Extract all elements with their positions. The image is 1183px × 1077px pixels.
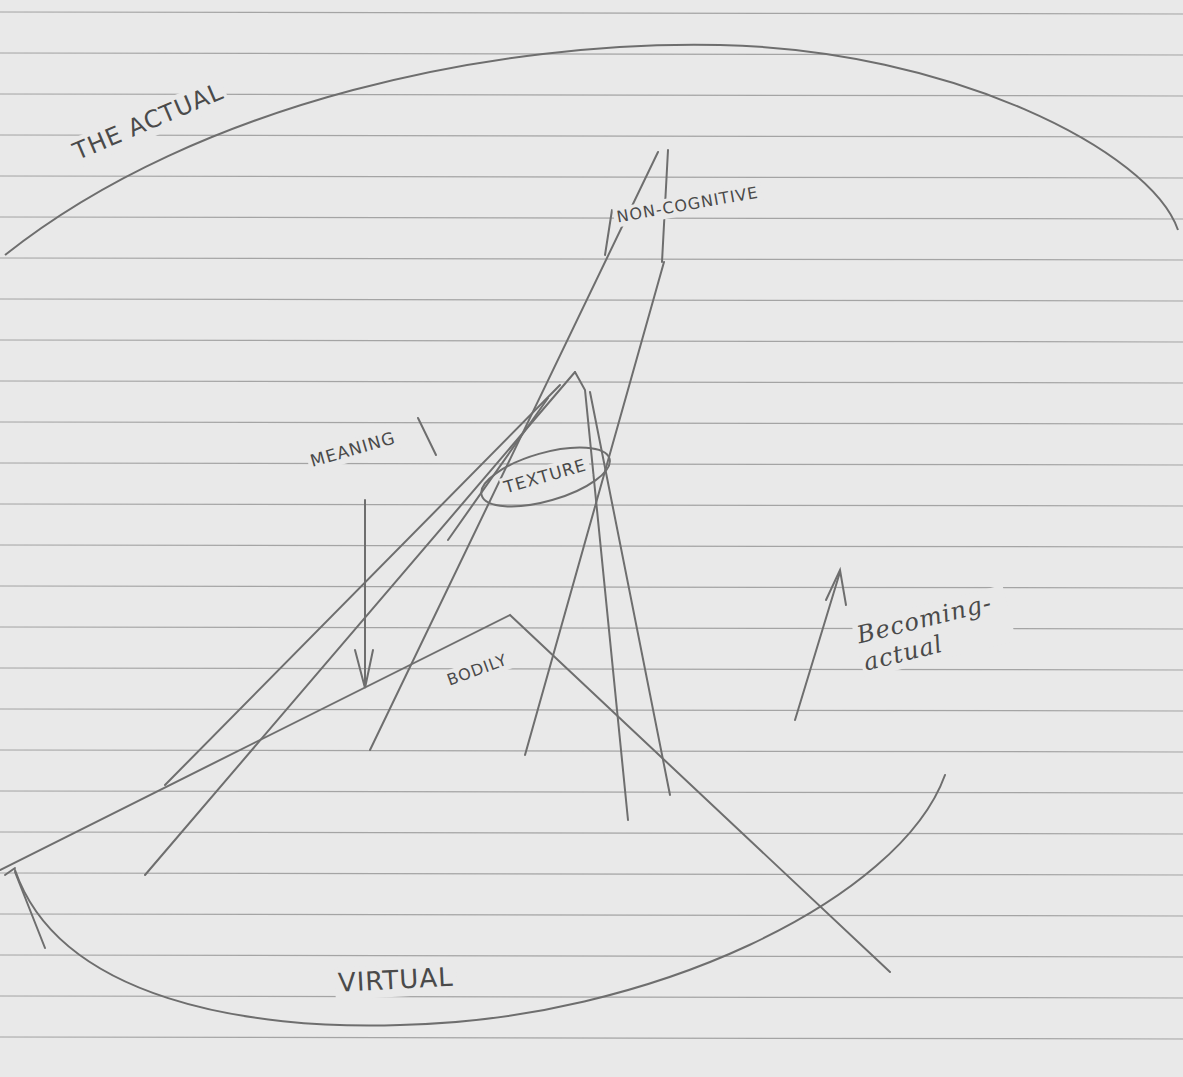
ruled-line — [0, 955, 1183, 957]
ruled-line — [0, 914, 1183, 916]
pencil-strokes — [0, 150, 945, 1026]
ruled-line — [0, 299, 1183, 301]
ruled-line — [0, 12, 1183, 14]
process-note: Becoming- actual — [851, 585, 1016, 678]
node-label: TEXTURE — [499, 454, 592, 500]
ruled-line — [0, 873, 1183, 875]
ruled-line — [0, 832, 1183, 834]
ruled-line — [0, 709, 1183, 711]
ruled-line — [0, 217, 1183, 219]
ruled-line — [0, 53, 1183, 55]
ruled-line — [0, 176, 1183, 178]
ruled-line — [0, 668, 1183, 670]
arrow-head — [826, 570, 846, 605]
ruled-line — [0, 135, 1183, 137]
ruled-line — [0, 258, 1183, 260]
region-label: VIRTUAL — [334, 962, 457, 1000]
ruled-line — [0, 340, 1183, 342]
virtual-bowl — [15, 775, 945, 1026]
pencil-line — [165, 385, 560, 785]
ruled-line — [0, 1037, 1183, 1039]
pencil-line — [0, 615, 890, 972]
actual-ellipse — [5, 45, 1178, 255]
ruled-line — [0, 504, 1183, 506]
arrow-shaft — [795, 572, 840, 720]
texture-ellipse — [475, 436, 616, 519]
node-label: THE ACTUAL — [66, 76, 231, 168]
pencil-line — [418, 418, 436, 455]
pencil-line — [525, 262, 664, 755]
node-outline — [0, 40, 1183, 280]
ruled-line — [0, 545, 1183, 547]
term-label: NON-COGNITIVE — [612, 182, 763, 228]
pencil-line — [370, 152, 658, 750]
ruled-line — [0, 996, 1183, 998]
circled-term: TEXTURE — [474, 434, 617, 519]
arrow-head — [355, 650, 373, 688]
ruled-line — [0, 791, 1183, 793]
term-label: MEANING — [305, 427, 401, 474]
arrow-shaft — [364, 500, 366, 685]
ruled-line — [0, 750, 1183, 752]
ruled-line — [0, 381, 1183, 383]
pencil-line — [5, 868, 15, 875]
region-outline: THE ACTUAL — [0, 40, 1183, 280]
ruled-line — [0, 422, 1183, 424]
ruled-line — [0, 586, 1183, 588]
pencil-line — [15, 872, 45, 948]
term-label: BODILY — [442, 649, 514, 692]
pencil-line — [145, 372, 575, 875]
ruled-lines — [0, 12, 1183, 1039]
pencil-line — [590, 392, 670, 795]
pencil-line — [575, 372, 628, 820]
pencil-line — [605, 210, 612, 255]
